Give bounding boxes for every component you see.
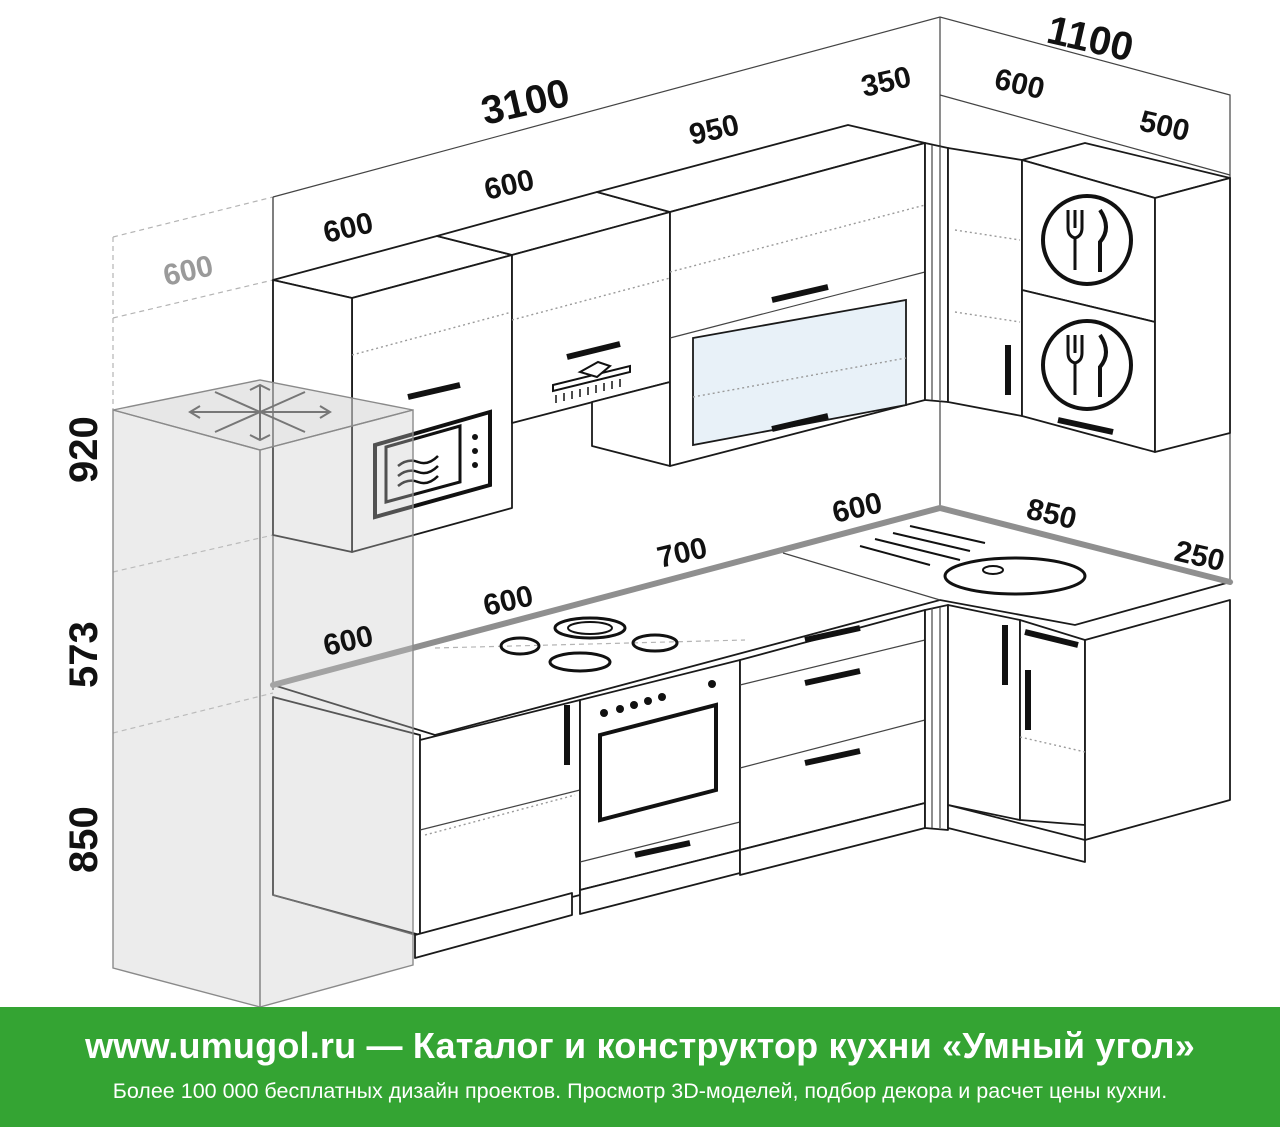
fridge <box>112 379 414 1007</box>
upper-cabinet-2-handle[interactable] <box>566 341 621 360</box>
microwave-icon <box>373 409 492 520</box>
lower-cabinets <box>272 599 1231 959</box>
oven-drawer-handle[interactable] <box>634 840 691 858</box>
dim-top-total: 3100 <box>477 71 574 134</box>
cutlery-icon <box>1041 194 1133 286</box>
dim-fridge-depth: 600 <box>160 249 216 292</box>
upper-cabinet-3-handle[interactable] <box>771 284 829 303</box>
drawer-1-handle[interactable] <box>804 625 861 643</box>
dim-upper-950: 950 <box>686 108 742 151</box>
footer-subtitle: Более 100 000 бесплатных дизайн проектов… <box>112 1079 1168 1103</box>
glass-door-panel <box>692 298 907 447</box>
dim-upper-600-b: 600 <box>481 163 537 206</box>
range-hood-icon <box>552 360 631 403</box>
countertop <box>269 504 1234 736</box>
dim-top-corner-total: 1100 <box>1043 8 1137 70</box>
glass-door-handle[interactable] <box>771 413 829 432</box>
oven-icon <box>598 680 718 823</box>
dish-cabinet-handle[interactable] <box>1057 417 1114 435</box>
upper-cabinet-1-handle[interactable] <box>407 382 461 400</box>
footer-banner: www.umugol.ru — Каталог и конструктор ку… <box>0 1007 1280 1127</box>
dim-upper-350: 350 <box>858 60 914 103</box>
cooktop-icon <box>499 616 679 673</box>
footer-title[interactable]: www.umugol.ru — Каталог и конструктор ку… <box>85 1025 1195 1066</box>
cutlery-icon <box>1041 319 1133 411</box>
upper-cabinets-right <box>947 142 1231 453</box>
drawer-3-handle[interactable] <box>804 748 861 766</box>
dim-height-920: 920 <box>62 416 106 483</box>
dim-upper-corner-600: 600 <box>991 63 1047 106</box>
drawer-2-handle[interactable] <box>804 668 861 686</box>
dim-height-850: 850 <box>62 806 106 873</box>
dim-height-573: 573 <box>62 621 106 688</box>
dim-upper-corner-500: 500 <box>1136 105 1192 148</box>
lower-cabinet-corner <box>947 604 1021 821</box>
snowflake-icon <box>188 383 332 442</box>
upper-cabinets <box>272 124 949 553</box>
kitchen-diagram: 3100 1100 600 600 950 350 600 500 600 92… <box>62 8 1234 1007</box>
lower-cabinet-top-handle[interactable] <box>1024 629 1079 648</box>
dim-upper-600-a: 600 <box>320 206 376 249</box>
sink-icon <box>859 525 1087 596</box>
